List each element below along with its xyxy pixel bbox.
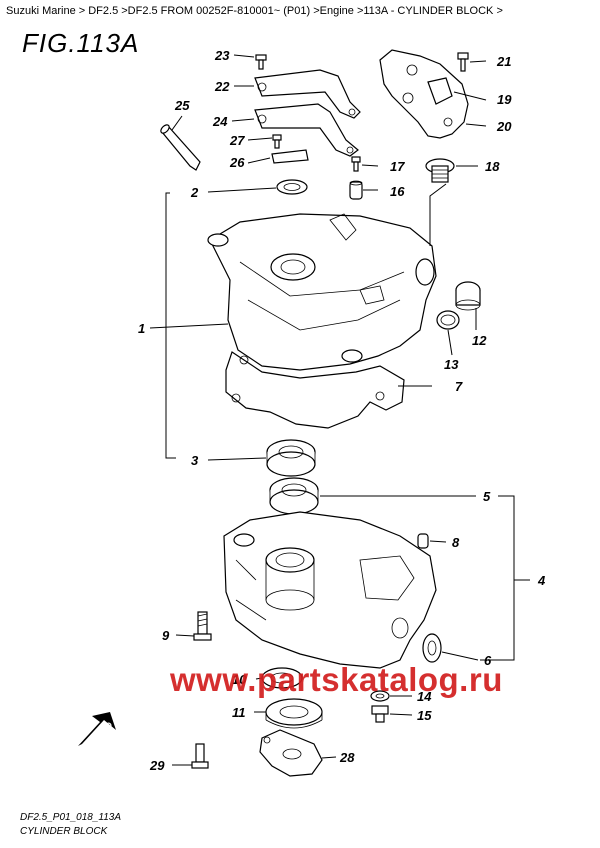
callout-4: 4 bbox=[537, 573, 546, 588]
callout-7: 7 bbox=[455, 379, 463, 394]
callout-22: 22 bbox=[214, 79, 230, 94]
figure-title: FIG.113A bbox=[22, 28, 140, 58]
diagram-name: CYLINDER BLOCK bbox=[20, 826, 108, 837]
part-23-bolt bbox=[255, 54, 267, 70]
part-19-20-bracket bbox=[379, 49, 469, 139]
callout-3: 3 bbox=[191, 453, 199, 468]
part-26-clip bbox=[271, 149, 309, 164]
part-14-gasket bbox=[370, 690, 390, 702]
part-28-cover bbox=[259, 729, 323, 777]
callout-1: 1 bbox=[138, 321, 145, 336]
callout-12: 12 bbox=[472, 333, 487, 348]
callout-23: 23 bbox=[214, 48, 230, 63]
callout-14: 14 bbox=[417, 689, 432, 704]
part-4-crankcase bbox=[223, 511, 437, 669]
part-21-bolt bbox=[457, 52, 469, 72]
callout-15: 15 bbox=[417, 708, 432, 723]
callout-19: 19 bbox=[497, 92, 512, 107]
callout-21: 21 bbox=[496, 54, 511, 69]
part-29-bolt bbox=[191, 743, 209, 769]
part-10-oil-seal bbox=[261, 667, 303, 689]
part-16-dowel bbox=[349, 180, 363, 200]
callout-28: 28 bbox=[339, 750, 355, 765]
part-22-24-bracket bbox=[254, 69, 361, 157]
part-3-bearing bbox=[266, 439, 316, 477]
callout-18: 18 bbox=[485, 159, 500, 174]
callout-29: 29 bbox=[149, 758, 165, 773]
callout-6: 6 bbox=[484, 653, 492, 668]
part-25-hose bbox=[160, 124, 201, 171]
part-7-gasket bbox=[225, 351, 405, 429]
part-18-thermostat bbox=[425, 158, 455, 183]
part-5-bearing bbox=[269, 477, 319, 515]
callout-17: 17 bbox=[390, 159, 405, 174]
callout-25: 25 bbox=[174, 98, 190, 113]
breadcrumb[interactable]: Suzuki Marine > DF2.5 >DF2.5 FROM 00252F… bbox=[6, 5, 503, 17]
part-27-screw bbox=[272, 134, 282, 149]
callout-13: 13 bbox=[444, 357, 459, 372]
part-17-screw bbox=[351, 156, 361, 172]
part-8-pin bbox=[417, 533, 429, 549]
part-2-oil-seal bbox=[276, 179, 308, 195]
leader-lines bbox=[149, 54, 530, 766]
part-11-seal-housing bbox=[265, 698, 323, 729]
callout-numbers: 23 22 24 27 26 25 2 17 16 21 19 20 18 1 … bbox=[138, 48, 546, 773]
part-12-plug bbox=[455, 281, 481, 311]
callout-5: 5 bbox=[483, 489, 491, 504]
part-6-oil-seal bbox=[422, 633, 442, 663]
callout-10: 10 bbox=[232, 672, 247, 687]
callout-9: 9 bbox=[162, 628, 170, 643]
callout-27: 27 bbox=[229, 133, 245, 148]
callout-26: 26 bbox=[229, 155, 245, 170]
callout-24: 24 bbox=[212, 114, 228, 129]
part-15-drain-plug bbox=[371, 705, 389, 723]
callout-16: 16 bbox=[390, 184, 405, 199]
diagram-code: DF2.5_P01_018_113A bbox=[20, 812, 122, 823]
part-1-cylinder-head bbox=[207, 213, 437, 371]
fwd-arrow-icon: FWD bbox=[78, 712, 116, 746]
callout-8: 8 bbox=[452, 535, 460, 550]
watermark: www.partskatalog.ru bbox=[170, 661, 503, 698]
part-13-o-ring bbox=[436, 310, 460, 330]
callout-2: 2 bbox=[190, 185, 199, 200]
callout-20: 20 bbox=[496, 119, 512, 134]
callout-11: 11 bbox=[232, 705, 246, 720]
part-9-bolt bbox=[193, 611, 212, 641]
